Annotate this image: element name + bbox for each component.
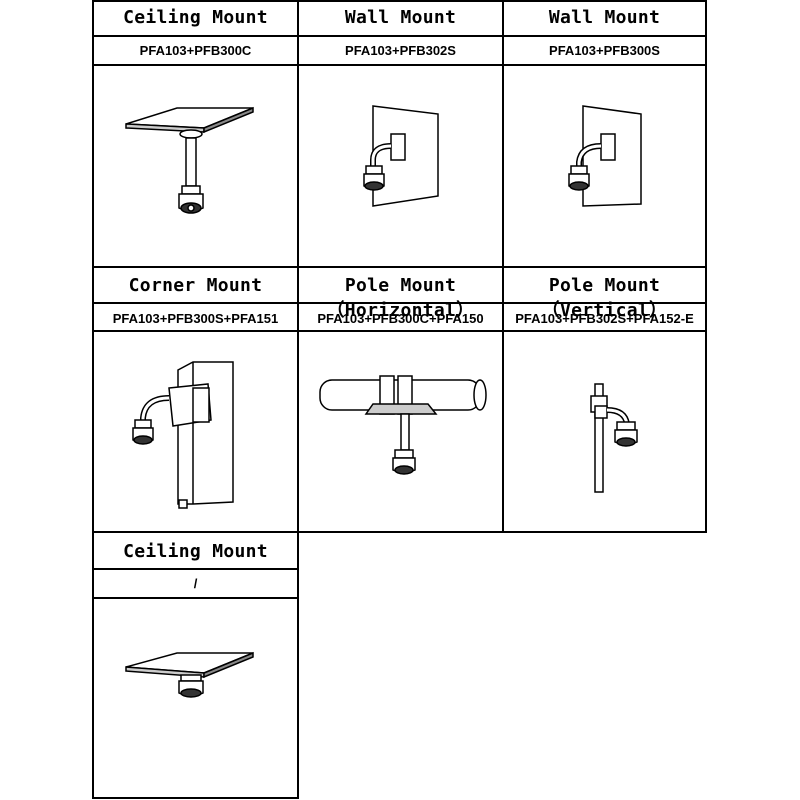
wall-mount-icon (568, 105, 642, 207)
mount-cell-pole-horizontal: Pole Mount（Horizontal） PFA103+PFB300C+PF… (298, 267, 503, 532)
mount-cell-ceiling-flush: Ceiling Mount / (93, 532, 298, 798)
mount-model: PFA103+PFB302S+PFA152-E (515, 311, 694, 326)
mount-title: Wall Mount (344, 7, 457, 28)
mount-title: Ceiling Mount (123, 7, 268, 28)
mount-model: PFA103+PFB300C+PFA150 (317, 311, 484, 326)
mount-model: PFA103+PFB300C (139, 43, 252, 58)
mount-model: / (193, 576, 198, 591)
pole-mount-vertical-icon (590, 383, 638, 493)
mount-model: PFA103+PFB300S (549, 43, 660, 58)
mount-cell-ceiling-pole: Ceiling Mount PFA103+PFB300C (93, 1, 298, 267)
mount-title: Corner Mount (128, 275, 263, 296)
mount-title: Pole Mount（Horizontal） (326, 275, 475, 321)
corner-mount-icon (132, 361, 234, 509)
mount-cell-wall: Wall Mount PFA103+PFB300S (503, 1, 706, 267)
ceiling-pole-mount-icon (125, 106, 254, 214)
mount-cell-corner: Corner Mount PFA103+PFB300S+PFA151 (93, 267, 298, 532)
mount-title: Pole Mount（Vertical） (541, 275, 668, 321)
mount-cell-pole-vertical: Pole Mount（Vertical） PFA103+PFB302S+PFA1… (503, 267, 706, 532)
mount-cell-wall-short: Wall Mount PFA103+PFB302S (298, 1, 503, 267)
mount-model: PFA103+PFB302S (345, 43, 456, 58)
mount-title: Ceiling Mount (123, 541, 268, 562)
mount-model: PFA103+PFB300S+PFA151 (112, 311, 279, 326)
ceiling-flush-mount-icon (125, 651, 254, 698)
mount-title: Wall Mount (548, 7, 661, 28)
wall-mount-short-icon (363, 105, 439, 207)
pole-mount-horizontal-icon (319, 375, 487, 475)
